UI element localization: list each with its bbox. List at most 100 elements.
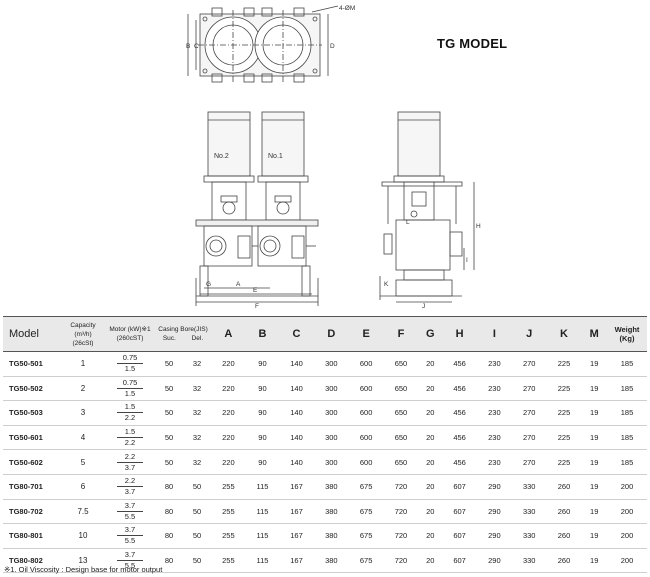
casing-del: 32 bbox=[192, 359, 202, 369]
cell-e: 675 bbox=[348, 499, 384, 525]
cell-k: 260 bbox=[546, 523, 582, 549]
cell-a: 220 bbox=[211, 425, 246, 451]
label-dim-b: B bbox=[186, 43, 190, 50]
cell-capacity: 10 bbox=[61, 523, 105, 549]
cell-g: 20 bbox=[418, 449, 443, 475]
cell-h: 456 bbox=[442, 351, 477, 377]
header-k: K bbox=[546, 316, 582, 352]
header-suc: Suc. bbox=[162, 335, 176, 342]
label-pump-no1: No.1 bbox=[268, 153, 283, 160]
cell-e: 675 bbox=[348, 548, 384, 574]
casing-suc: 50 bbox=[164, 433, 174, 443]
cell-i: 230 bbox=[476, 425, 512, 451]
cell-c: 167 bbox=[279, 523, 314, 549]
header-casing: Casing Bore(JIS) Suc. Del. bbox=[155, 316, 211, 352]
cell-b: 115 bbox=[245, 474, 280, 500]
motor-kw-top: 2.2 bbox=[117, 476, 143, 488]
cell-w: 185 bbox=[607, 449, 647, 475]
cell-j: 270 bbox=[511, 400, 547, 426]
cell-a: 255 bbox=[211, 523, 246, 549]
casing-suc: 80 bbox=[164, 482, 174, 492]
label-dim-f: F bbox=[255, 303, 259, 310]
header-m: M bbox=[581, 316, 607, 352]
header-g: G bbox=[418, 316, 443, 352]
motor-kw-top: 2.2 bbox=[117, 452, 143, 463]
cell-c: 140 bbox=[279, 400, 314, 426]
cell-d: 380 bbox=[313, 523, 349, 549]
cell-i: 290 bbox=[476, 548, 512, 574]
cell-w: 200 bbox=[607, 499, 647, 525]
cell-e: 600 bbox=[348, 376, 384, 402]
cell-e: 600 bbox=[348, 425, 384, 451]
cell-e: 600 bbox=[348, 351, 384, 377]
cell-f: 650 bbox=[383, 449, 419, 475]
header-e: E bbox=[348, 316, 384, 352]
cell-i: 290 bbox=[476, 474, 512, 500]
motor-kw-top: 3.7 bbox=[117, 525, 143, 537]
cell-capacity: 6 bbox=[61, 474, 105, 500]
cell-m: 19 bbox=[581, 400, 607, 426]
cell-capacity: 13 bbox=[61, 548, 105, 574]
cell-k: 225 bbox=[546, 351, 582, 377]
cell-k: 225 bbox=[546, 425, 582, 451]
label-dim-d: D bbox=[330, 43, 335, 50]
cell-k: 225 bbox=[546, 400, 582, 426]
cell-k: 225 bbox=[546, 376, 582, 402]
cell-e: 600 bbox=[348, 449, 384, 475]
cell-d: 380 bbox=[313, 548, 349, 574]
motor-kw-bottom: 3.7 bbox=[124, 462, 136, 472]
motor-kw-bottom: 3.7 bbox=[124, 487, 136, 497]
cell-g: 20 bbox=[418, 376, 443, 402]
cell-j: 330 bbox=[511, 499, 547, 525]
cell-c: 140 bbox=[279, 351, 314, 377]
footnote: ※1. Oil Viscosity : Design base for moto… bbox=[4, 565, 163, 574]
cell-d: 300 bbox=[313, 449, 349, 475]
top-view-drawing bbox=[187, 5, 339, 83]
cell-capacity: 4 bbox=[61, 425, 105, 451]
casing-suc: 50 bbox=[164, 383, 174, 393]
casing-del: 32 bbox=[192, 433, 202, 443]
cell-f: 650 bbox=[383, 351, 419, 377]
cell-h: 607 bbox=[442, 548, 477, 574]
cell-j: 270 bbox=[511, 425, 547, 451]
header-weight: Weight (Kg) bbox=[607, 316, 647, 352]
cell-capacity: 3 bbox=[61, 400, 105, 426]
motor-kw-bottom: 5.5 bbox=[124, 536, 136, 546]
motor-kw-bottom: 2.2 bbox=[124, 413, 136, 423]
casing-suc: 50 bbox=[164, 408, 174, 418]
cell-m: 19 bbox=[581, 351, 607, 377]
label-dim-a: A bbox=[236, 281, 241, 288]
header-d: D bbox=[313, 316, 349, 352]
motor-kw-top: 0.75 bbox=[117, 378, 143, 389]
cell-j: 330 bbox=[511, 474, 547, 500]
cell-e: 675 bbox=[348, 474, 384, 500]
cell-j: 270 bbox=[511, 449, 547, 475]
casing-del: 50 bbox=[192, 556, 202, 566]
cell-d: 380 bbox=[313, 474, 349, 500]
label-dim-g: G bbox=[206, 281, 211, 288]
cell-g: 20 bbox=[418, 523, 443, 549]
page-title: TG MODEL bbox=[437, 36, 508, 51]
cell-a: 255 bbox=[211, 548, 246, 574]
cell-b: 115 bbox=[245, 548, 280, 574]
header-model: Model bbox=[3, 316, 61, 352]
cell-m: 19 bbox=[581, 523, 607, 549]
cell-b: 115 bbox=[245, 523, 280, 549]
cell-e: 600 bbox=[348, 400, 384, 426]
cell-a: 220 bbox=[211, 400, 246, 426]
cell-f: 650 bbox=[383, 400, 419, 426]
header-h: H bbox=[442, 316, 477, 352]
